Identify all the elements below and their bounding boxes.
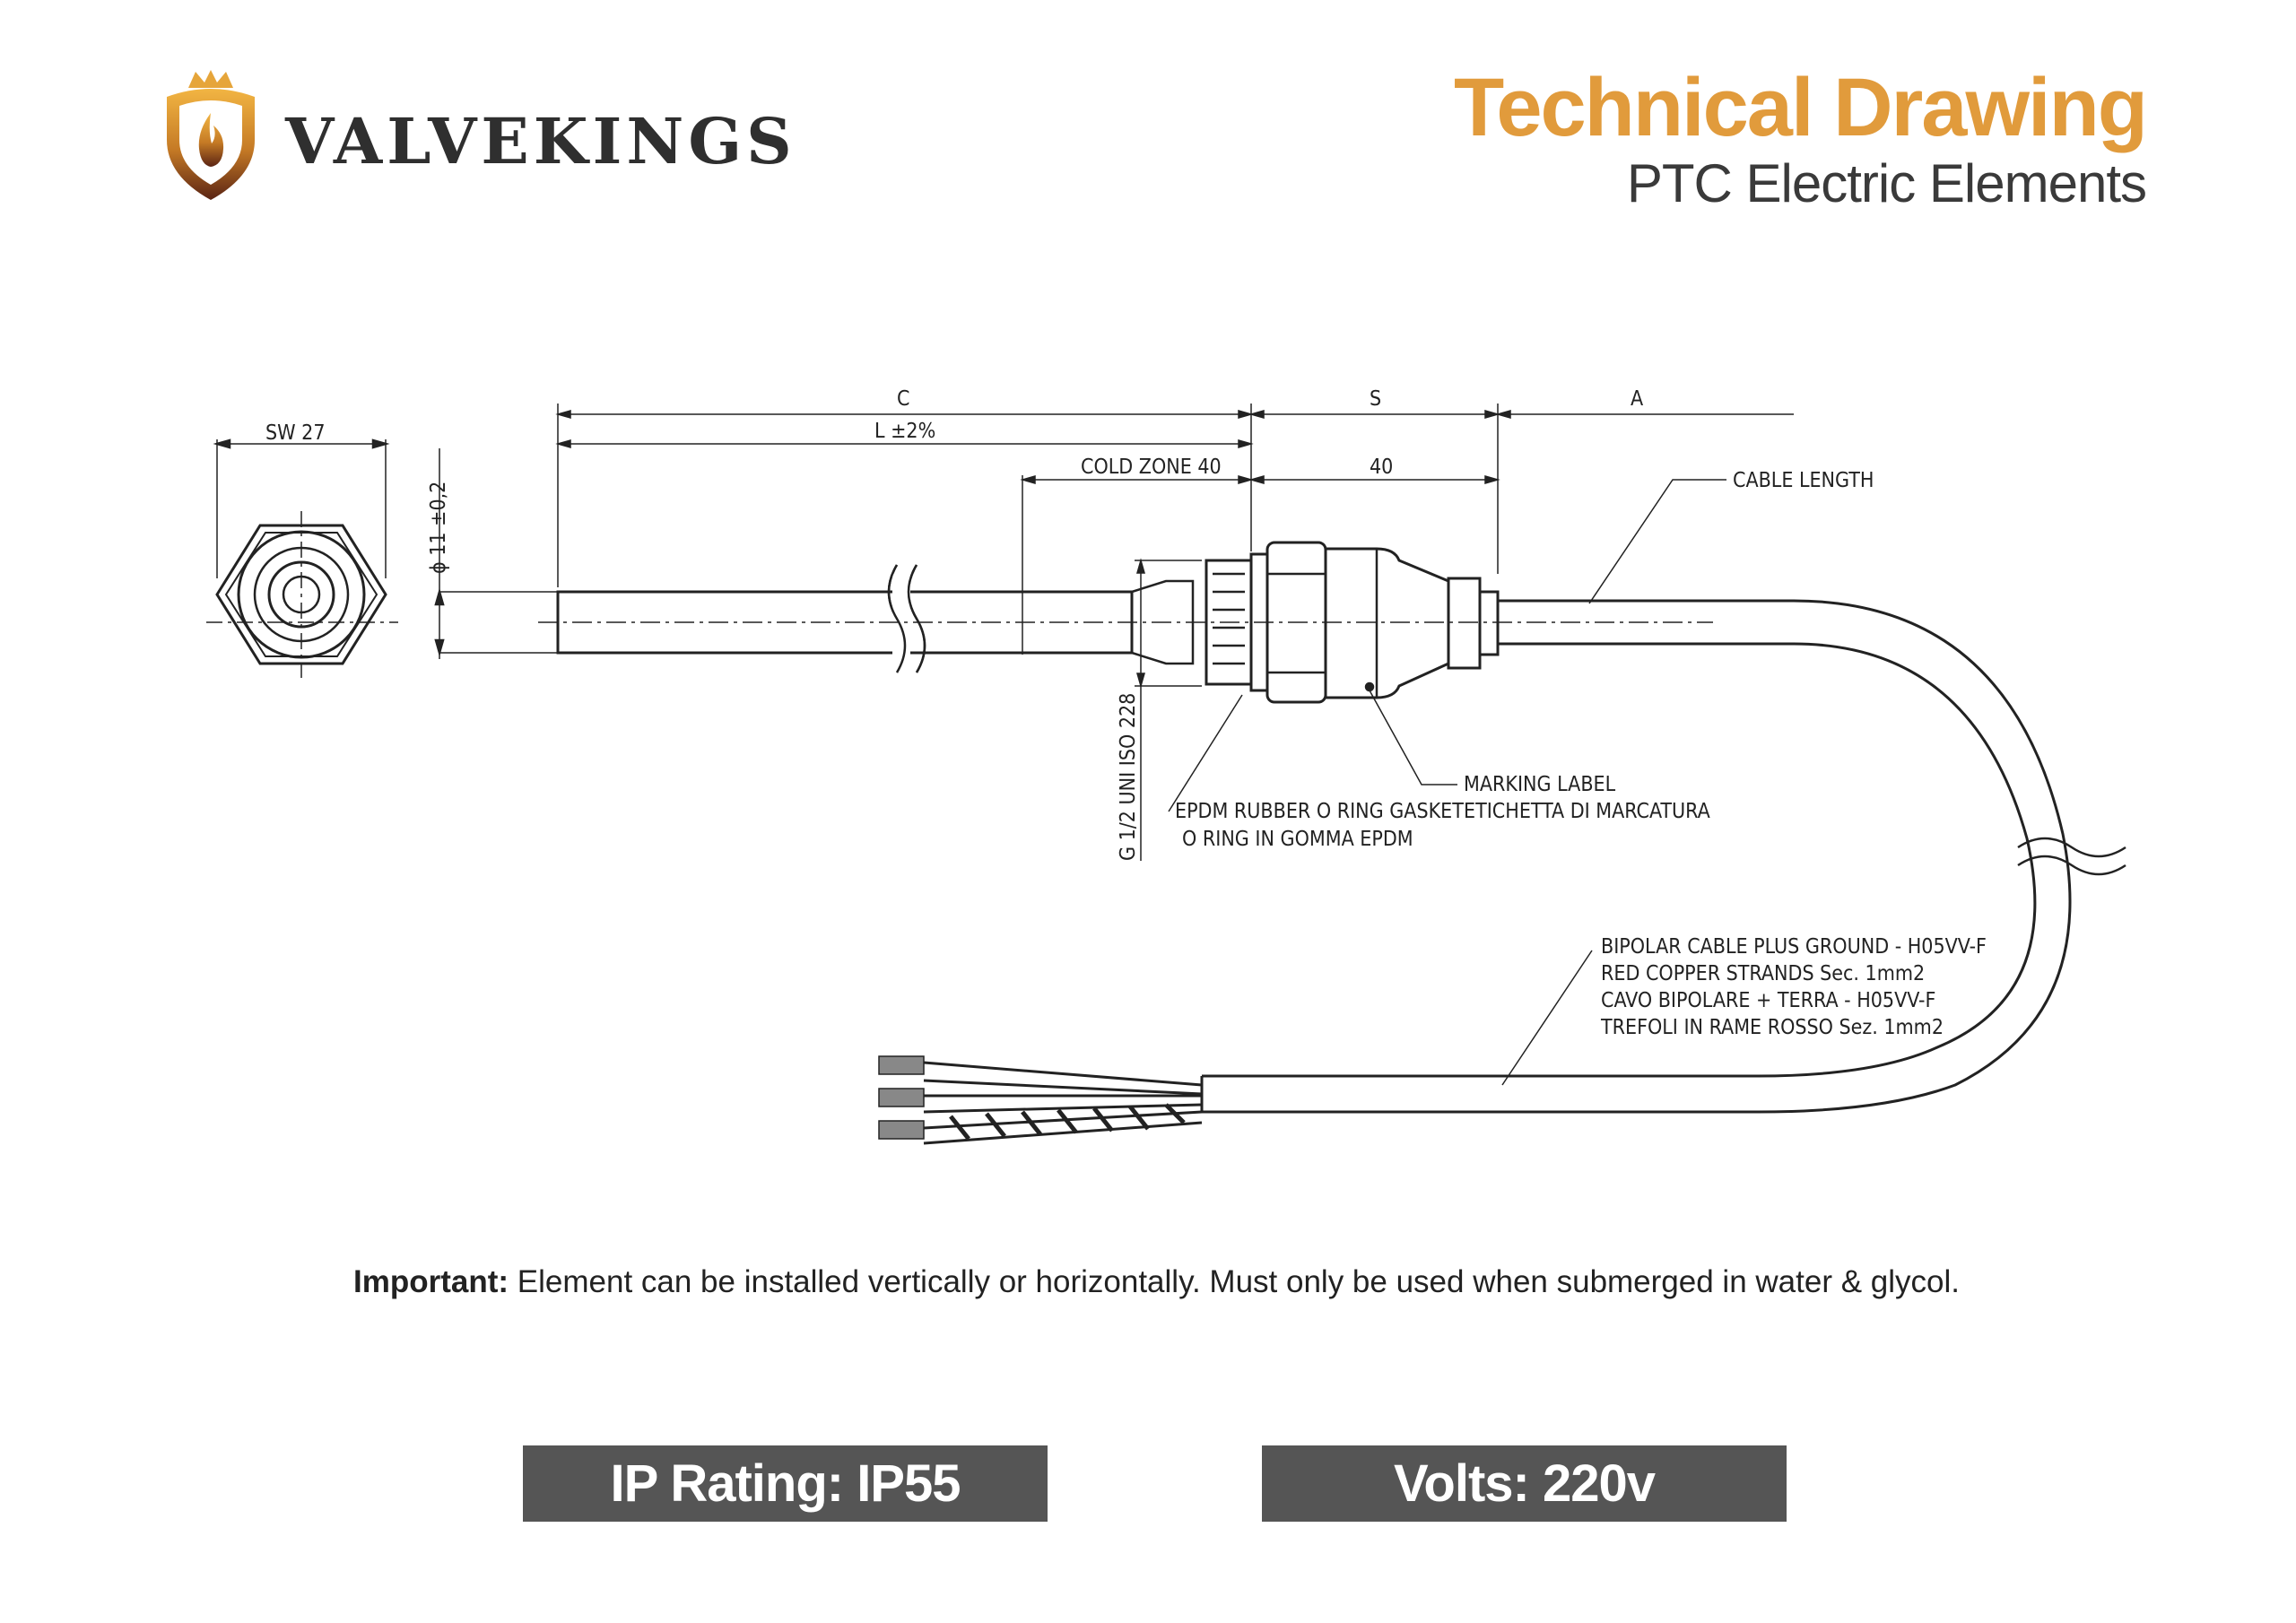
dim-a-label: A: [1631, 387, 1643, 411]
gasket-label-1: EPDM RUBBER O RING GASKET: [1175, 800, 1464, 823]
gasket-label-2: O RING IN GOMMA EPDM: [1182, 828, 1413, 851]
cable: [878, 599, 2126, 1145]
volts-badge: Volts: 220v: [1262, 1445, 1787, 1522]
dim-40-label: 40: [1370, 456, 1393, 479]
cold-zone-label: COLD ZONE 40: [1081, 456, 1222, 479]
heating-tube: [538, 564, 1713, 673]
important-note: Important: Element can be installed vert…: [353, 1264, 1960, 1300]
diameter-label: ϕ 11 ±0,2: [427, 482, 450, 574]
cable-spec-2: RED COPPER STRANDS Sec. 1mm2: [1601, 962, 1925, 985]
marking-label-2: ETICHETTA DI MARCATURA: [1464, 800, 1710, 823]
cable-spec-3: CAVO BIPOLARE + TERRA - H05VV-F: [1601, 989, 1935, 1012]
page-heading: Technical Drawing PTC Electric Elements: [1453, 62, 2148, 215]
cable-length-label: CABLE LENGTH: [1733, 469, 1874, 492]
dim-s-label: S: [1370, 387, 1381, 411]
note-label: Important:: [353, 1264, 509, 1299]
ip-rating-badge: IP Rating: IP55: [523, 1445, 1048, 1522]
brand-logo: VALVEKINGS: [161, 70, 792, 204]
note-text: Element can be installed vertically or h…: [509, 1264, 1960, 1299]
dim-l-label: L ±2%: [874, 420, 935, 443]
cable-spec-4: TREFOLI IN RAME ROSSO Sez. 1mm2: [1600, 1016, 1944, 1039]
thread-label: G 1/2 UNI ISO 228: [1117, 693, 1140, 861]
fitting-body: [1205, 541, 1500, 704]
brand-name: VALVEKINGS: [285, 104, 796, 178]
sw-label: SW 27: [265, 421, 326, 445]
dim-c-label: C: [897, 387, 909, 411]
crown-shield-icon: [167, 70, 255, 200]
end-view-hex: [206, 438, 398, 678]
diameter-dimension: [434, 448, 574, 659]
page-subtitle: PTC Electric Elements: [1626, 153, 2147, 213]
page-title: Technical Drawing: [1453, 62, 2148, 153]
leader-lines: [1168, 479, 1726, 1086]
cable-spec-1: BIPOLAR CABLE PLUS GROUND - H05VV-F: [1601, 935, 1987, 959]
length-dimensions: [555, 404, 1794, 861]
marking-label-1: MARKING LABEL: [1464, 773, 1616, 796]
